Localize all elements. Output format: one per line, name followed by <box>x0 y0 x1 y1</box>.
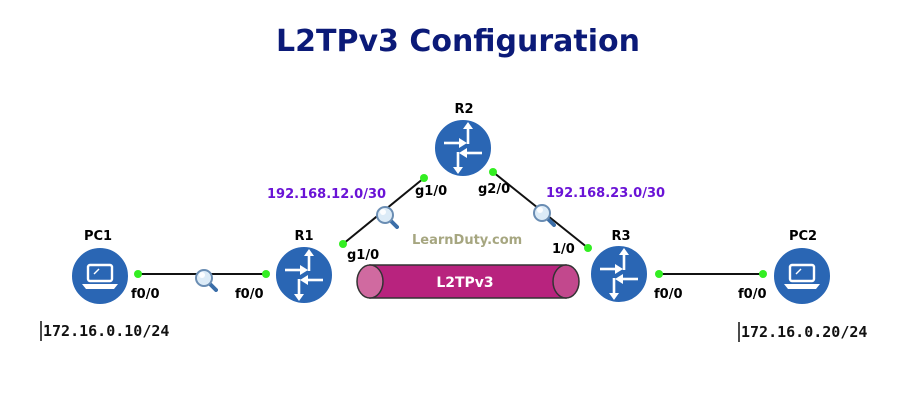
network-label-r1-r2: 192.168.12.0/30 <box>267 187 386 202</box>
magnifier-icon[interactable] <box>532 203 556 227</box>
interface-label-r1-g10: g1/0 <box>347 248 379 263</box>
host-ip-pc2[interactable]: 172.16.0.20/24 <box>741 323 867 341</box>
r3-router-icon[interactable] <box>588 243 650 305</box>
interface-label-r2-g10: g1/0 <box>415 184 447 199</box>
interface-label-r1-f00: f0/0 <box>235 287 264 302</box>
port-dot-r2-g10 <box>420 174 428 182</box>
interface-label-r2-g20: g2/0 <box>478 182 510 197</box>
interface-label-r3-f00: f0/0 <box>654 287 683 302</box>
l2tpv3-tunnel: L2TPv3 <box>356 264 580 299</box>
interface-label-pc2-f00: f0/0 <box>738 287 767 302</box>
port-dot-r3-f00 <box>655 270 663 278</box>
magnifier-icon[interactable] <box>375 205 399 229</box>
device-label-pc2: PC2 <box>789 229 817 244</box>
network-label-r2-r3: 192.168.23.0/30 <box>546 186 665 201</box>
device-label-pc1: PC1 <box>84 229 112 244</box>
pc1-laptop-icon[interactable] <box>69 245 131 307</box>
device-label-r1: R1 <box>294 229 313 244</box>
device-label-r3: R3 <box>611 229 630 244</box>
device-label-r2: R2 <box>454 102 473 117</box>
port-dot-pc2 <box>759 270 767 278</box>
port-dot-r2-g20 <box>489 168 497 176</box>
diagram-title: L2TPv3 Configuration <box>276 24 640 59</box>
port-dot-r1-f00 <box>262 270 270 278</box>
pc2-laptop-icon[interactable] <box>771 245 833 307</box>
tunnel-label: L2TPv3 <box>436 275 493 291</box>
r1-router-icon[interactable] <box>273 244 335 306</box>
host-ip-pc1[interactable]: 172.16.0.10/24 <box>43 322 169 340</box>
watermark-text: LearnDuty.com <box>412 233 522 248</box>
port-dot-r3-10 <box>584 244 592 252</box>
interface-label-pc1-f00: f0/0 <box>131 287 160 302</box>
interface-label-r3-10: 1/0 <box>552 242 575 257</box>
port-dot-r1-g10 <box>339 240 347 248</box>
port-dot-pc1 <box>134 270 142 278</box>
r2-router-icon[interactable] <box>432 117 494 179</box>
